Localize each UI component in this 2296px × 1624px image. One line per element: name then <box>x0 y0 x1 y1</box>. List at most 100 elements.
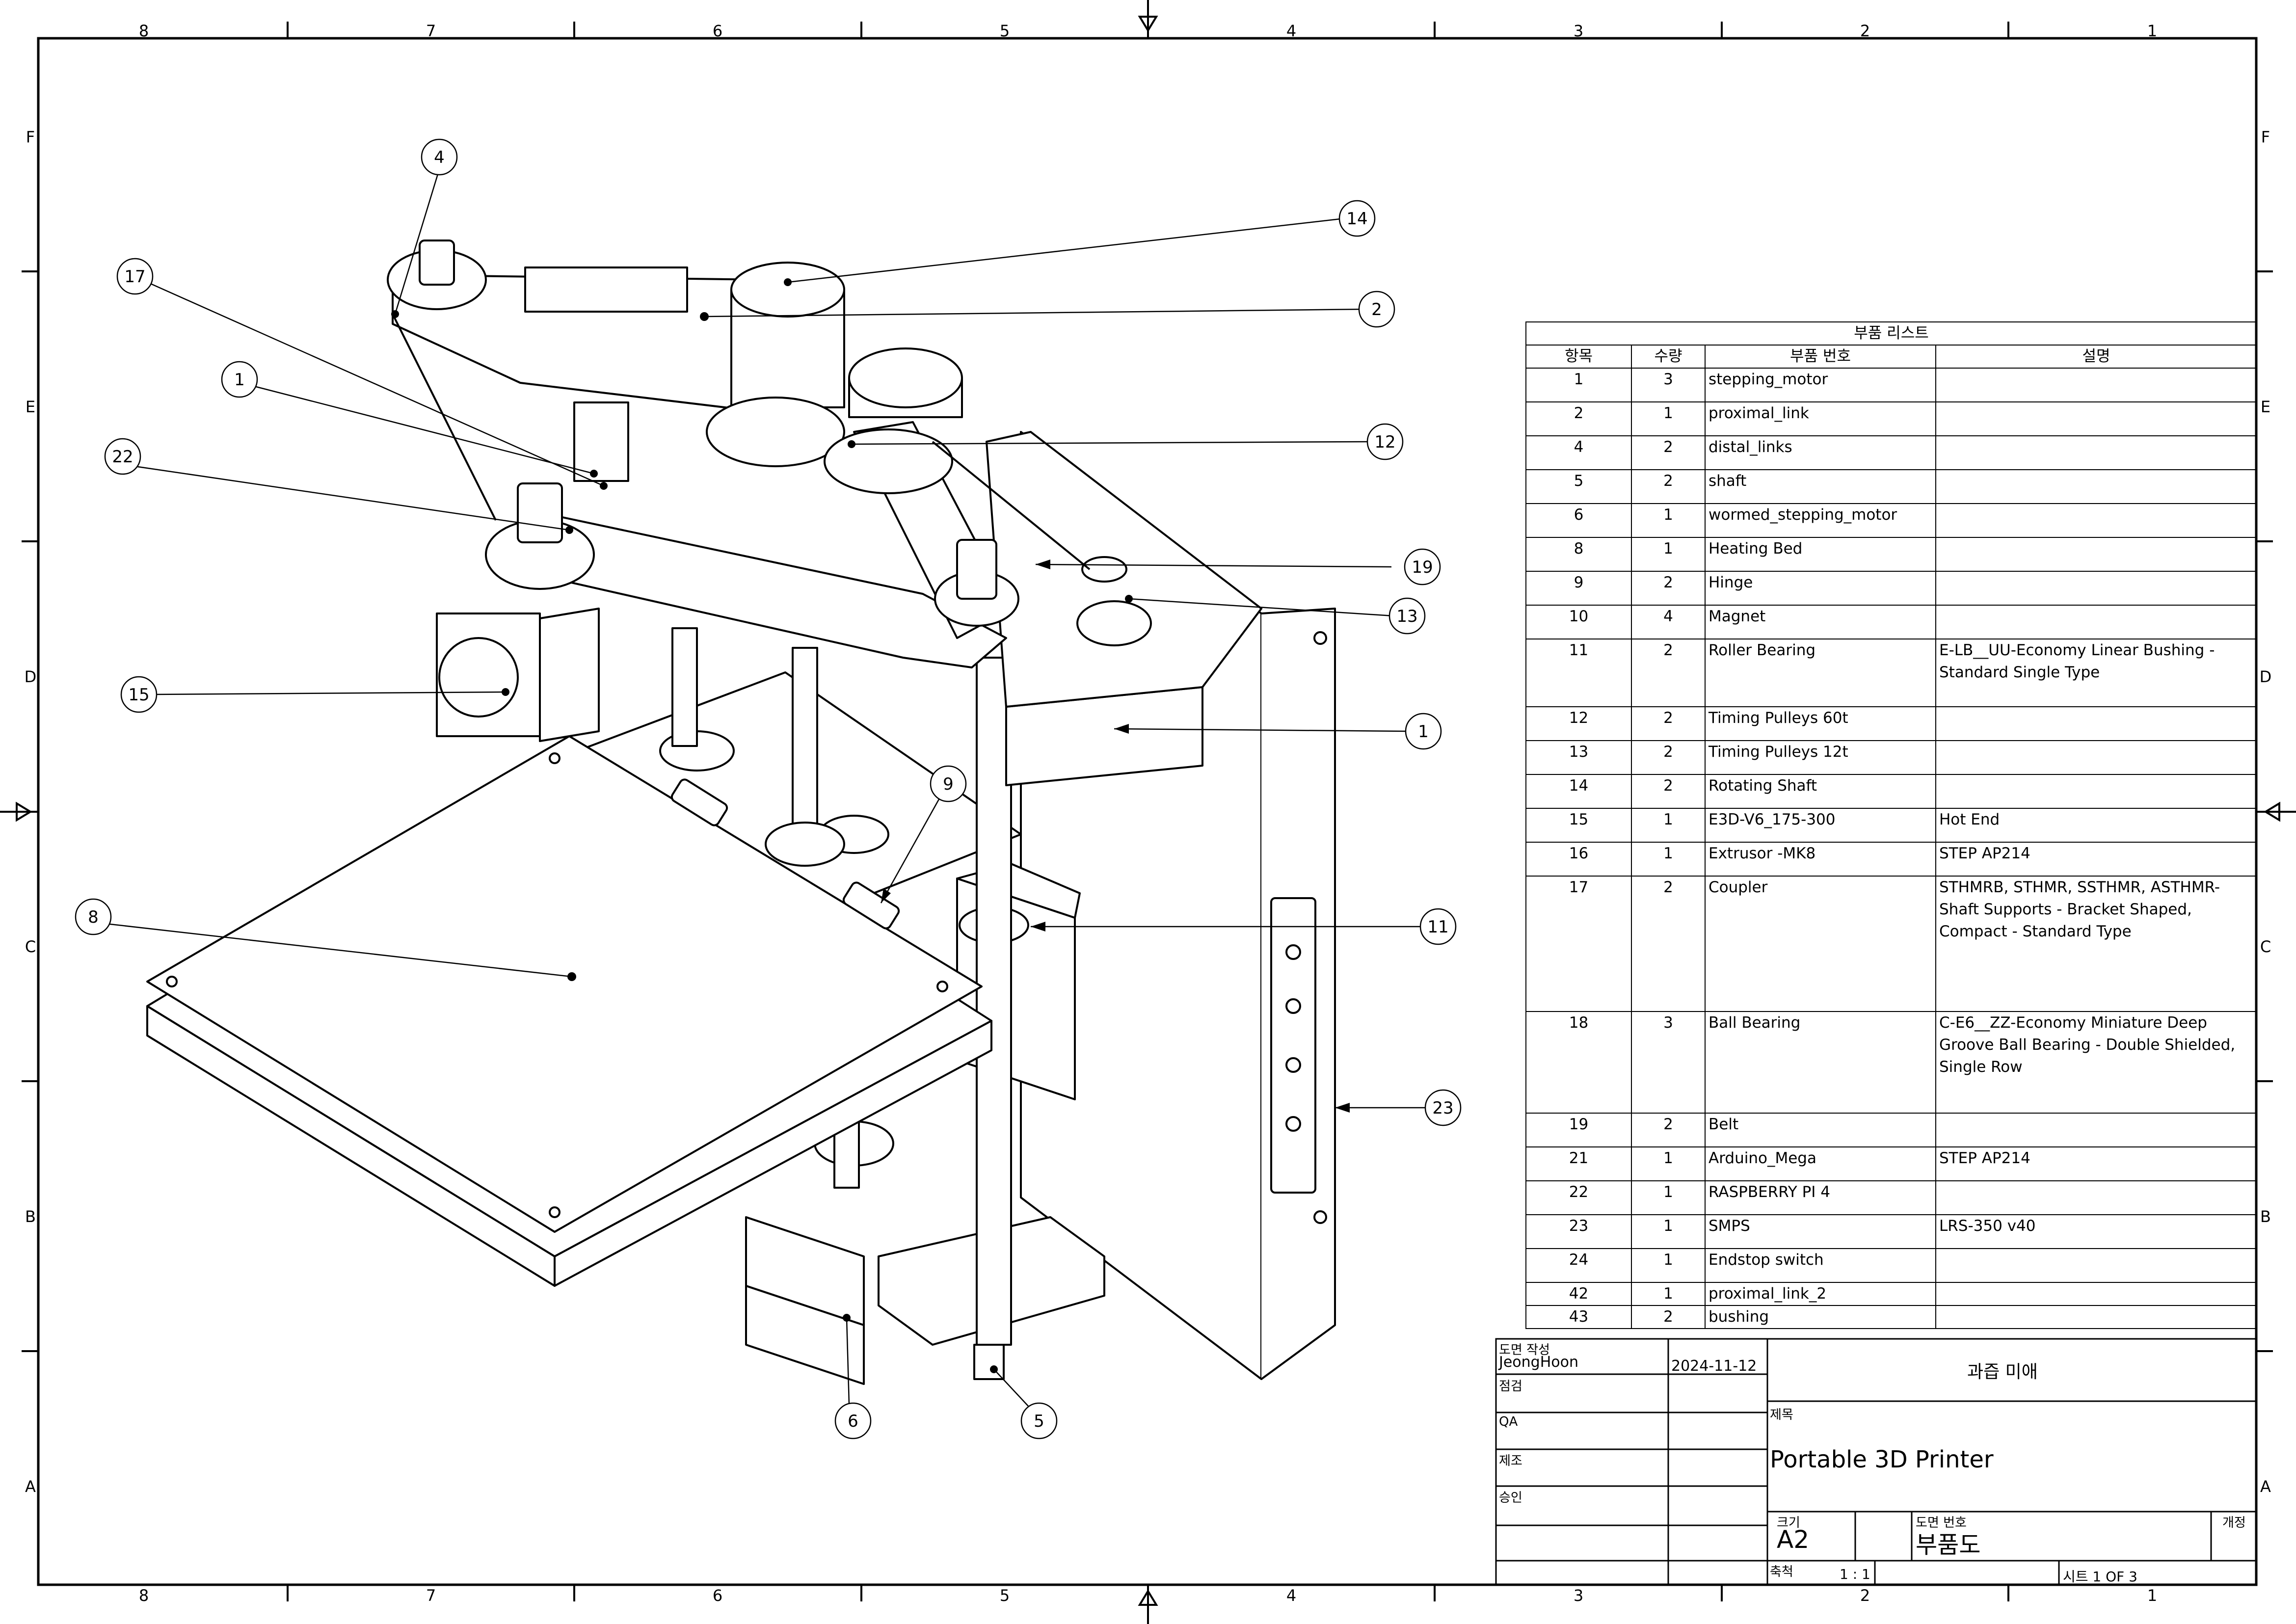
qty-cell: 2 <box>1631 1305 1706 1329</box>
balloon-label: 2 <box>1371 300 1382 319</box>
drawn-by-value: JeongHoon <box>1499 1354 1578 1371</box>
parts-list-title: 부품 리스트 <box>1525 321 2258 346</box>
part-number-cell: Timing Pulleys 12t <box>1705 740 1936 775</box>
zone-row-left: D <box>25 667 37 686</box>
zone-row-right: F <box>2261 128 2270 146</box>
worm-motor-body <box>745 1285 865 1385</box>
description-cell: E-LB__UU-Economy Linear Bushing - Standa… <box>1935 639 2258 707</box>
qty-cell: 2 <box>1631 774 1706 809</box>
smps-screw <box>1313 1210 1327 1224</box>
part-number-cell: Arduino_Mega <box>1705 1146 1936 1181</box>
zone-row-right: C <box>2260 937 2271 956</box>
item-cell: 22 <box>1525 1180 1632 1215</box>
item-cell: 19 <box>1525 1113 1632 1147</box>
pulley-60t <box>706 397 845 467</box>
part-number-cell: SMPS <box>1705 1214 1936 1249</box>
zone-row-right: D <box>2260 667 2272 686</box>
part-number-cell: wormed_stepping_motor <box>1705 503 1936 538</box>
balloon-label: 1 <box>1418 722 1429 742</box>
belt <box>392 314 1091 570</box>
description-cell <box>1935 571 2258 606</box>
description-cell: Hot End <box>1935 808 2258 843</box>
qty-cell: 1 <box>1631 1214 1706 1249</box>
drawing-title: Portable 3D Printer <box>1770 1446 1994 1473</box>
vertical-shaft <box>976 657 1012 1346</box>
description-cell: LRS-350 v40 <box>1935 1214 2258 1249</box>
description-cell <box>1935 706 2258 741</box>
part-number-cell: Timing Pulleys 60t <box>1705 706 1936 741</box>
part-number-cell: Rotating Shaft <box>1705 774 1936 809</box>
rotating-shaft-2-top <box>848 347 963 408</box>
hinge <box>842 881 900 930</box>
zone-col-top: 8 <box>139 22 149 40</box>
part-number-cell: Endstop switch <box>1705 1248 1936 1283</box>
title-label: 제목 <box>1770 1408 1793 1422</box>
description-cell <box>1935 435 2258 470</box>
item-cell: 12 <box>1525 706 1632 741</box>
smps-screw <box>1285 1057 1301 1073</box>
zone-ticks <box>22 22 2273 1601</box>
zone-col-bottom: 8 <box>139 1586 149 1605</box>
zone-col-top: 5 <box>1000 22 1010 40</box>
item-cell: 13 <box>1525 740 1632 775</box>
rotating-shaft-top <box>730 262 845 318</box>
zone-row-right: B <box>2260 1207 2271 1226</box>
zone-col-top: 3 <box>1574 22 1583 40</box>
part-number-cell: Magnet <box>1705 605 1936 639</box>
balloon-labels: 4 17 1 22 15 8 14 2 12 19 13 1 9 11 23 6… <box>88 148 1453 1431</box>
smps-screw <box>1285 944 1301 960</box>
heating-bed-side <box>554 1020 992 1287</box>
zone-row-left: E <box>26 398 35 416</box>
description-cell <box>1935 1282 2258 1306</box>
balloon-label: 23 <box>1432 1098 1453 1118</box>
sheet-size: A2 <box>1777 1525 1810 1554</box>
pulley-60t-2 <box>824 428 953 494</box>
item-cell: 16 <box>1525 842 1632 877</box>
zone-col-bottom: 4 <box>1286 1586 1296 1605</box>
smps-slot <box>1270 897 1316 1194</box>
part-number-cell: Belt <box>1705 1113 1936 1147</box>
item-cell: 43 <box>1525 1305 1632 1329</box>
zone-row-left: C <box>25 937 36 956</box>
qty-cell: 2 <box>1631 706 1706 741</box>
part-number-cell: E3D-V6_175-300 <box>1705 808 1936 843</box>
item-cell: 8 <box>1525 537 1632 572</box>
description-cell <box>1935 774 2258 809</box>
part-number-cell: Ball Bearing <box>1705 1011 1936 1114</box>
qty-cell: 1 <box>1631 1180 1706 1215</box>
balloon-label: 13 <box>1396 607 1417 626</box>
zone-col-top: 2 <box>1860 22 1870 40</box>
bed-hole <box>936 981 948 992</box>
description-cell: STEP AP214 <box>1935 1146 2258 1181</box>
part-number-cell: proximal_link_2 <box>1705 1282 1936 1306</box>
part-number-cell: Roller Bearing <box>1705 639 1936 707</box>
flange <box>765 822 845 867</box>
qty-cell: 1 <box>1631 808 1706 843</box>
timing-pulley-12t <box>1076 600 1152 646</box>
qty-cell: 2 <box>1631 469 1706 504</box>
proximal-nut <box>419 240 455 286</box>
zone-col-bottom: 7 <box>426 1586 436 1605</box>
drawing-number-label: 도면 번호 <box>1916 1516 1967 1530</box>
balloon-label: 8 <box>88 907 99 927</box>
item-cell: 4 <box>1525 435 1632 470</box>
balloon-label: 9 <box>943 774 954 794</box>
smps-screw <box>1285 998 1301 1014</box>
scale-value: 1 : 1 <box>1840 1566 1870 1582</box>
zone-col-bottom: 5 <box>1000 1586 1010 1605</box>
qty-cell: 1 <box>1631 1146 1706 1181</box>
part-number-cell: proximal_link <box>1705 401 1936 436</box>
item-cell: 5 <box>1525 469 1632 504</box>
size-label: 크기 <box>1777 1516 1800 1530</box>
zone-col-top: 4 <box>1286 22 1296 40</box>
